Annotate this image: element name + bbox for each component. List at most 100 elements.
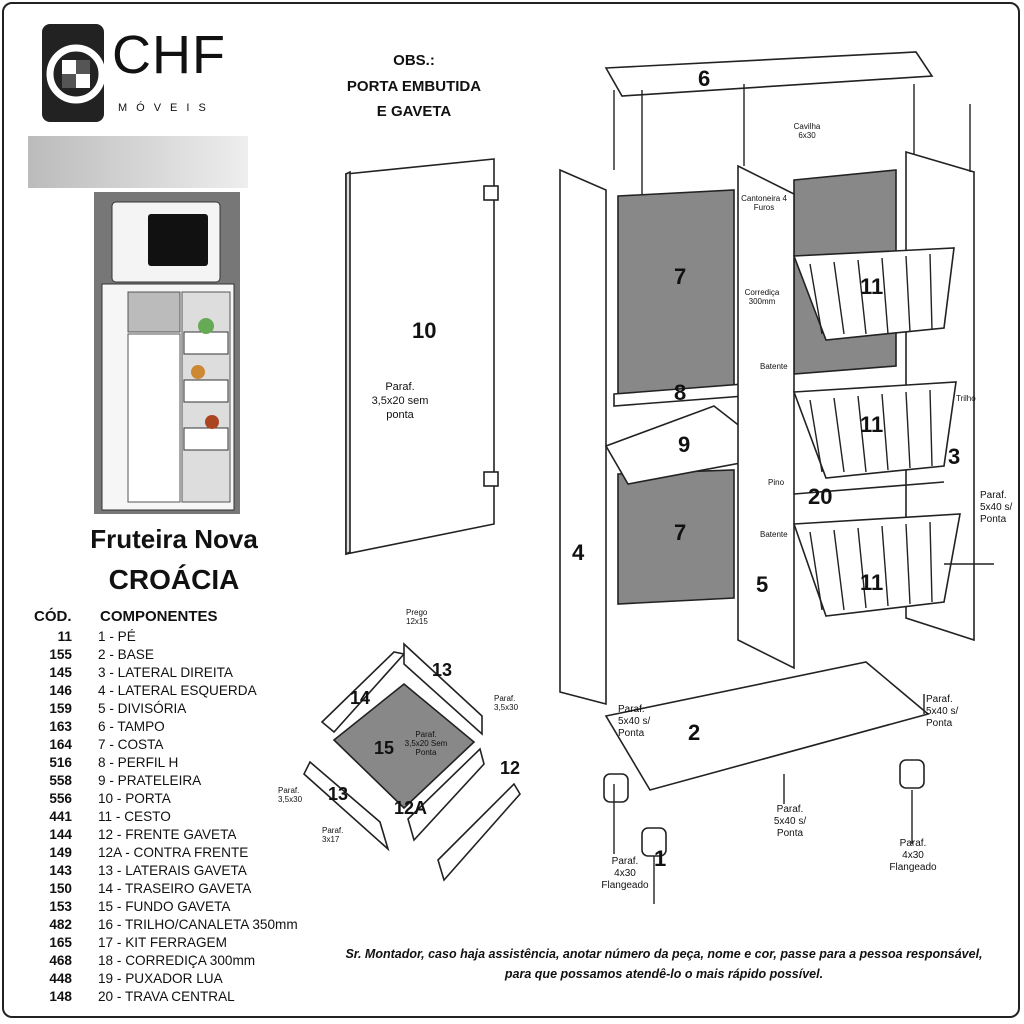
component-code: 149 (49, 845, 72, 860)
label-11-a: 11 (860, 274, 884, 299)
screw-label-base-right: Paraf. 5x40 s/ Ponta (926, 694, 959, 729)
product-photo (94, 192, 240, 514)
component-code: 164 (49, 737, 72, 752)
obs-line1: OBS.: (393, 52, 435, 69)
cavilha-label: Cavilha 6x30 (793, 122, 821, 140)
component-code: 144 (49, 827, 72, 842)
component-code: 146 (49, 683, 72, 698)
batente-label-2: Batente (760, 530, 788, 539)
component-name: 8 - PERFIL H (98, 755, 179, 770)
component-code: 145 (49, 665, 72, 680)
component-name: 12A - CONTRA FRENTE (98, 845, 249, 860)
component-name: 9 - PRATELEIRA (98, 773, 202, 788)
component-row: 149 12A - CONTRA FRENTE (22, 844, 298, 862)
label-9: 9 (678, 432, 691, 457)
screw-label-base-left: Paraf. 5x40 s/ Ponta (618, 704, 651, 739)
col-components-header: COMPONENTES (100, 608, 218, 625)
drawer-assembly (303, 642, 521, 882)
component-name: 13 - LATERAIS GAVETA (98, 863, 247, 878)
drawer-label-12A: 12A (394, 798, 428, 818)
assembler-note: Sr. Montador, caso haja assistência, ano… (324, 944, 1004, 984)
note-line2: para que possamos atendê-lo o mais rápid… (504, 967, 824, 981)
obs-note: OBS.: PORTA EMBUTIDA E GAVETA (334, 48, 494, 125)
screw-label-right: Paraf. 5x40 s/ Ponta (980, 490, 1013, 525)
product-line1: Fruteira Nova (90, 524, 258, 554)
component-code: 165 (49, 935, 72, 950)
obs-line2: PORTA EMBUTIDA (346, 77, 482, 95)
component-name: 20 - TRAVA CENTRAL (98, 989, 235, 1004)
drawer-screw-1: Paraf. 3,5x30 (494, 694, 519, 712)
component-code: 556 (49, 791, 72, 806)
component-row: 556 10 - PORTA (22, 790, 298, 808)
door-number: 10 (412, 318, 437, 343)
door-panel (345, 158, 499, 556)
component-name: 10 - PORTA (98, 791, 171, 806)
component-code: 468 (49, 953, 72, 968)
cantoneira-label: Cantoneira 4 Furos (741, 194, 787, 212)
divider-panel (737, 164, 795, 670)
drawer-fundo-screw: Paraf. 3,5x20 Sem Ponta (404, 730, 448, 757)
component-code: 11 (57, 629, 72, 644)
screw-label-foot-left: Paraf. 4x30 Flangeado (601, 856, 649, 891)
component-code: 153 (49, 899, 72, 914)
components-list: 11 1 - PÉ 155 2 - BASE 145 3 - LATERAL DIREIT… (22, 628, 298, 1006)
component-name: 3 - LATERAL DIREITA (98, 665, 233, 680)
brand-name: CHF (112, 25, 226, 85)
component-row: 146 4 - LATERAL ESQUERDA (22, 682, 298, 700)
component-name: 7 - COSTA (98, 737, 164, 752)
component-name: 14 - TRASEIRO GAVETA (98, 881, 252, 896)
component-code: 155 (49, 647, 72, 662)
component-name: 16 - TRILHO/CANALETA 350mm (98, 917, 298, 932)
exploded-diagram (303, 51, 994, 904)
component-name: 2 - BASE (98, 647, 154, 662)
label-4: 4 (572, 540, 585, 565)
pino-label: Pino (768, 478, 785, 487)
brand-banner (28, 136, 248, 188)
component-code: 482 (49, 917, 72, 932)
component-name: 17 - KIT FERRAGEM (98, 935, 227, 950)
component-name: 1 - PÉ (98, 629, 136, 644)
component-name: 11 - CESTO (98, 809, 171, 824)
label-5: 5 (756, 572, 769, 597)
component-name: 4 - LATERAL ESQUERDA (98, 683, 257, 698)
component-name: 6 - TAMPO (98, 719, 165, 734)
component-name: 18 - CORREDIÇA 300mm (98, 953, 256, 968)
component-row: 516 8 - PERFIL H (22, 754, 298, 772)
obs-line3: E GAVETA (376, 103, 452, 120)
drawer-label-13-back: 13 (432, 660, 453, 680)
product-line2: CROÁCIA (108, 564, 240, 595)
col-code-header: CÓD. (34, 608, 72, 625)
label-8: 8 (674, 380, 687, 405)
drawer-label-13-front: 13 (328, 784, 349, 804)
component-code: 163 (49, 719, 72, 734)
left-side-panel (559, 168, 607, 706)
drawer-label-15: 15 (374, 738, 395, 758)
component-row: 482 16 - TRILHO/CANALETA 350mm (22, 916, 298, 934)
door-screw-label: Paraf. 3,5x20 sem ponta (371, 381, 429, 421)
component-row: 164 7 - COSTA (22, 736, 298, 754)
component-code: 448 (49, 971, 72, 986)
drawer-label-14: 14 (350, 688, 371, 708)
label-6: 6 (698, 66, 711, 91)
screw-label-foot-right: Paraf. 4x30 Flangeado (889, 838, 937, 873)
component-code: 516 (49, 755, 72, 770)
label-11-b: 11 (860, 412, 884, 437)
label-7-bottom: 7 (674, 520, 687, 545)
screw-label-base-center: Paraf. 5x40 s/ Ponta (773, 804, 807, 839)
label-1: 1 (654, 846, 667, 871)
label-11-c: 11 (860, 570, 884, 595)
trilho-label: Trilho (956, 394, 976, 403)
feet (603, 759, 925, 857)
corredica-label: Corrediça 300mm (744, 288, 780, 306)
component-code: 441 (49, 809, 72, 824)
brand-subtitle: MÓVEIS (118, 102, 215, 114)
